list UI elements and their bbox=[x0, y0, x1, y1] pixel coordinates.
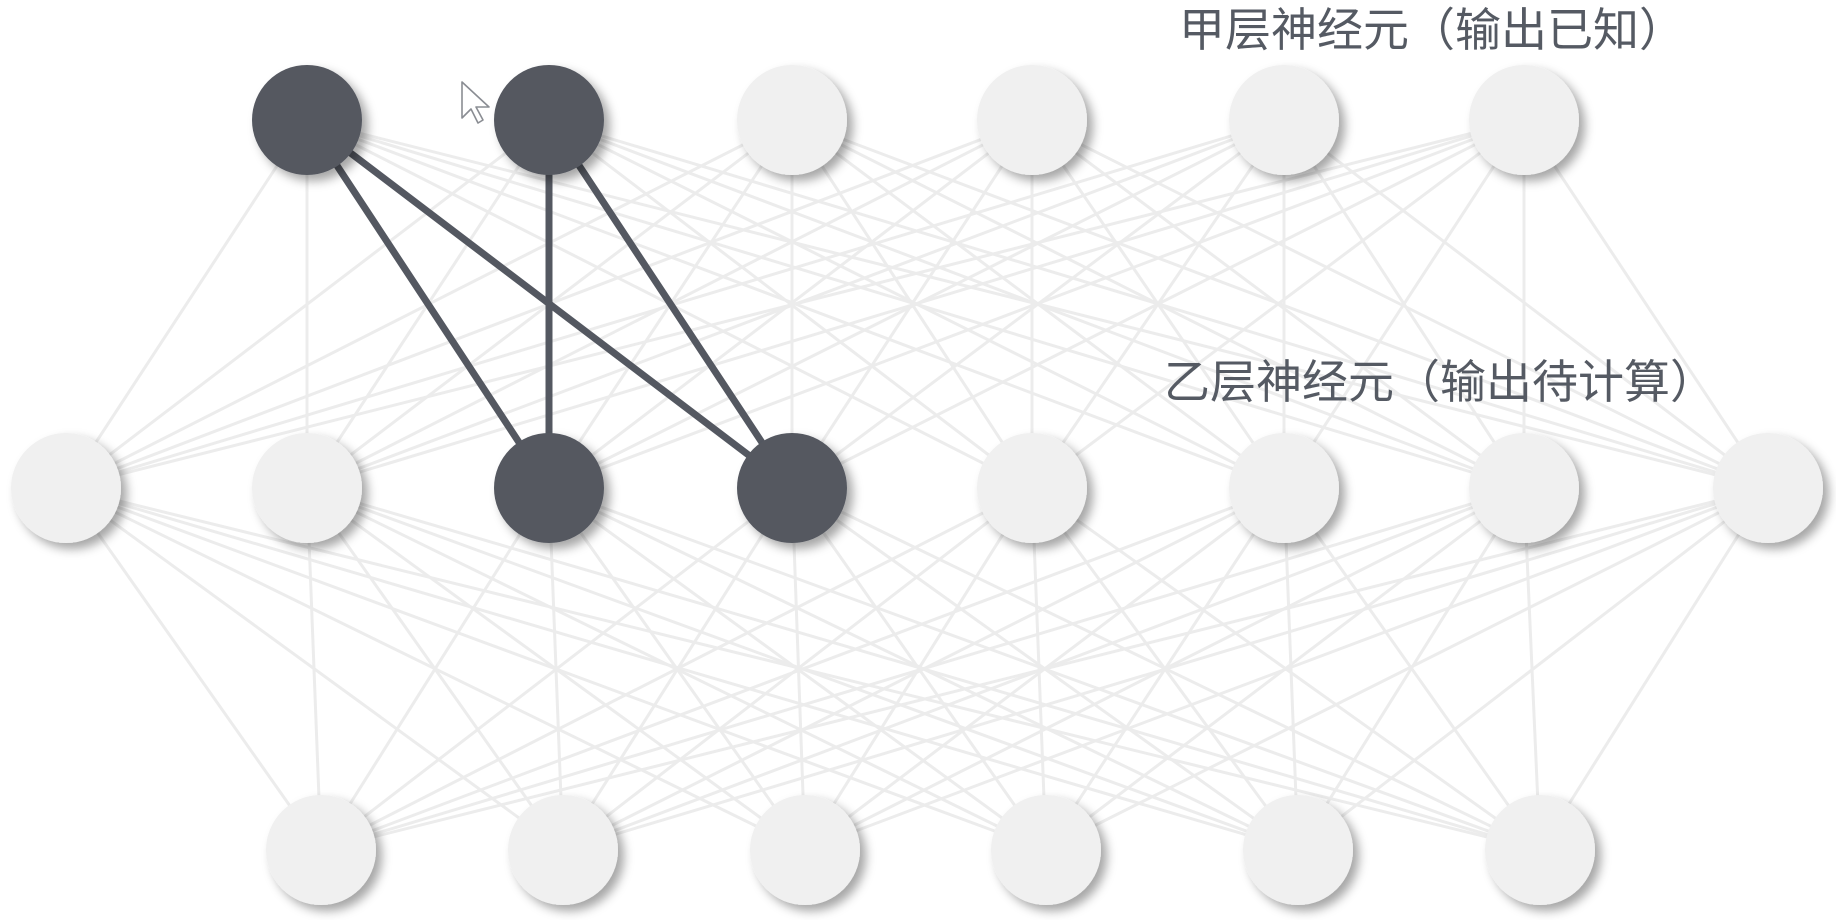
neuron-layer-b bbox=[11, 433, 121, 543]
connection-line bbox=[1297, 486, 1769, 852]
neuron-layer-b-active bbox=[737, 433, 847, 543]
connection-line bbox=[1522, 119, 1770, 489]
neuron-nodes bbox=[11, 65, 1823, 905]
connection-line bbox=[65, 118, 550, 490]
neuron-layer-b bbox=[1229, 433, 1339, 543]
neuron-layer-b bbox=[1713, 433, 1823, 543]
neuron-layer-c bbox=[991, 795, 1101, 905]
neuron-layer-c bbox=[750, 795, 860, 905]
active-connection-line bbox=[545, 116, 796, 492]
connection-line bbox=[320, 486, 793, 852]
neuron-layer-b bbox=[977, 433, 1087, 543]
connection-line bbox=[1031, 118, 1769, 490]
neuron-layer-a bbox=[1229, 65, 1339, 175]
neuron-layer-c bbox=[1485, 795, 1595, 905]
neuron-layer-b bbox=[1469, 433, 1579, 543]
connection-line bbox=[64, 119, 309, 489]
connection-line bbox=[1538, 487, 1770, 851]
layer-b-label: 乙层神经元（输出待计算） bbox=[1164, 355, 1716, 409]
connection-line bbox=[804, 486, 1769, 852]
neuron-layer-b bbox=[252, 433, 362, 543]
neuron-layer-c bbox=[266, 795, 376, 905]
neuron-layer-c bbox=[508, 795, 618, 905]
faint-connections bbox=[64, 118, 1770, 852]
connection-line bbox=[1282, 119, 1526, 489]
mouse-pointer-icon bbox=[461, 81, 490, 124]
neuron-layer-a bbox=[977, 65, 1087, 175]
connection-line bbox=[320, 486, 1033, 852]
connection-line bbox=[319, 487, 551, 851]
connection-line bbox=[320, 486, 1525, 852]
connection-line bbox=[1031, 118, 1525, 490]
connection-line bbox=[320, 486, 1769, 852]
neuron-layer-a-active bbox=[252, 65, 362, 175]
connection-line bbox=[562, 486, 1033, 852]
connection-line bbox=[562, 486, 1769, 852]
neuron-layer-a-active bbox=[494, 65, 604, 175]
connection-line bbox=[65, 118, 1285, 490]
active-connections bbox=[303, 116, 796, 492]
neuron-layer-c bbox=[1243, 795, 1353, 905]
neuron-layer-b-active bbox=[494, 433, 604, 543]
neuron-layer-a bbox=[737, 65, 847, 175]
connection-line bbox=[791, 118, 1525, 490]
connection-line bbox=[305, 487, 323, 851]
neuron-layer-a bbox=[1469, 65, 1579, 175]
connection-line bbox=[1296, 487, 1526, 851]
connection-line bbox=[1045, 486, 1769, 852]
layer-a-label: 甲层神经元（输出已知） bbox=[1179, 3, 1685, 57]
connection-line bbox=[64, 487, 323, 851]
connection-line bbox=[1282, 487, 1300, 851]
active-connection-line bbox=[303, 116, 553, 492]
connection-line bbox=[65, 486, 1299, 852]
connection-line bbox=[1283, 118, 1769, 490]
connection-line bbox=[65, 118, 1525, 490]
connection-line bbox=[320, 486, 1285, 852]
